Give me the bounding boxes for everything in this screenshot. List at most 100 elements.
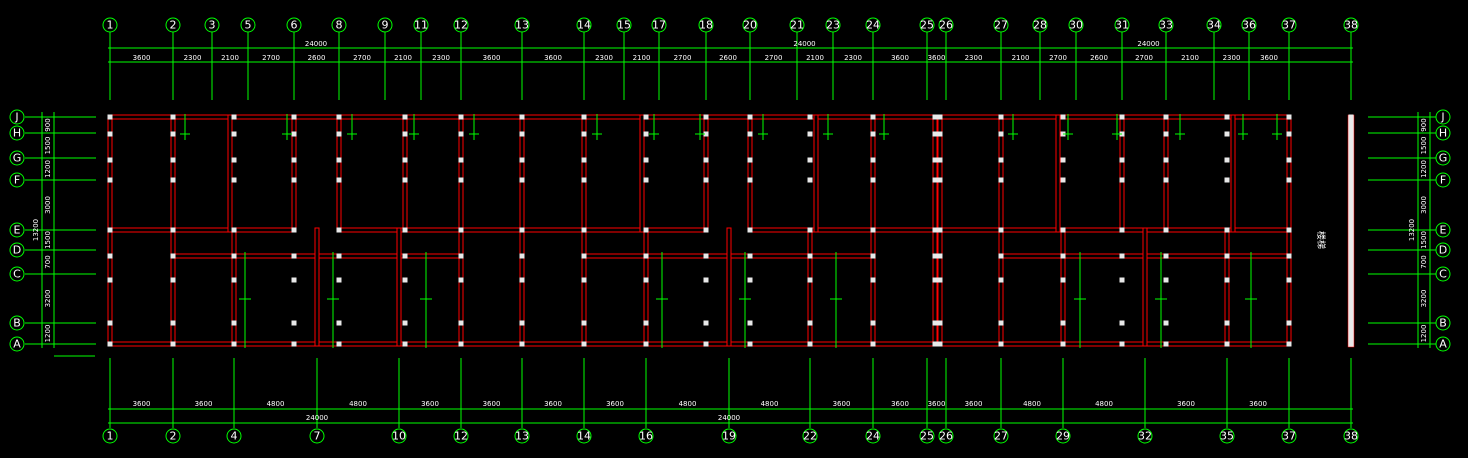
axis-bubble-bottom: [993, 428, 1009, 444]
row-bubble-left: [9, 266, 25, 282]
row-bubble-left: [9, 242, 25, 258]
column-block: [1060, 114, 1066, 120]
dim-text-top: 2700: [674, 54, 692, 62]
column-block: [1163, 320, 1169, 326]
axis-bubble-top: [1281, 17, 1297, 33]
column-block: [1224, 114, 1230, 120]
column-block: [170, 320, 176, 326]
partition-south: [726, 227, 732, 347]
column-block: [291, 177, 297, 183]
column-block: [1060, 177, 1066, 183]
partition-south: [1286, 227, 1292, 347]
column-block: [581, 320, 587, 326]
axis-bubble-bottom: [1343, 428, 1359, 444]
row-dim-text: 1500: [44, 231, 52, 249]
column-block: [231, 227, 237, 233]
wall-south: [107, 341, 1292, 347]
column-block: [747, 320, 753, 326]
axis-label-bottom: 26: [939, 430, 953, 443]
column-block: [519, 253, 525, 259]
column-block: [932, 177, 938, 183]
column-block: [643, 131, 649, 137]
column-block: [458, 131, 464, 137]
row-bubble-left: [9, 172, 25, 188]
column-block: [937, 277, 943, 283]
column-block: [581, 114, 587, 120]
column-block: [336, 114, 342, 120]
dim-text-bottom: 3600: [1177, 400, 1195, 408]
dim-text-bottom: 3600: [544, 400, 562, 408]
partition-south: [170, 227, 176, 347]
row-total-dim-text: 13200: [1408, 219, 1416, 241]
column-block: [643, 320, 649, 326]
row-bubble-left: [9, 315, 25, 331]
column-block: [703, 157, 709, 163]
column-block: [291, 114, 297, 120]
axis-label-top: 37: [1282, 19, 1296, 32]
axis-bubble-bottom: [576, 428, 592, 444]
row-dim-text: 1200: [44, 160, 52, 178]
dim-text-top: 2700: [765, 54, 783, 62]
column-block: [1163, 227, 1169, 233]
axis-bubble-bottom: [721, 428, 737, 444]
partition-south: [314, 227, 320, 347]
axis-label-bottom: 19: [722, 430, 736, 443]
total-dim-text-top: 24000: [1137, 40, 1159, 48]
column-block: [998, 253, 1004, 259]
partition-south: [396, 227, 402, 347]
axis-label-top: 15: [617, 19, 631, 32]
row-bubble-right: [1435, 242, 1451, 258]
dim-text-top: 2700: [1135, 54, 1153, 62]
column-block: [703, 227, 709, 233]
column-block: [807, 277, 813, 283]
row-label-left: E: [14, 224, 21, 237]
column-block: [581, 177, 587, 183]
column-block: [747, 253, 753, 259]
dim-text-top: 2600: [1090, 54, 1108, 62]
axis-bubble-top: [825, 17, 841, 33]
axis-label-bottom: 32: [1138, 430, 1152, 443]
column-block: [937, 157, 943, 163]
column-block: [807, 227, 813, 233]
column-block: [1224, 131, 1230, 137]
axis-bubble-top: [789, 17, 805, 33]
row-label-right: H: [1439, 127, 1447, 140]
column-block: [231, 131, 237, 137]
column-block: [747, 227, 753, 233]
row-bubble-left: [9, 336, 25, 352]
column-block: [519, 277, 525, 283]
dim-text-top: 2600: [719, 54, 737, 62]
column-block: [807, 131, 813, 137]
axis-label-bottom: 10: [392, 430, 406, 443]
column-block: [807, 114, 813, 120]
axis-bubble-bottom: [1137, 428, 1153, 444]
row-label-left: D: [13, 244, 21, 257]
column-block: [870, 253, 876, 259]
dim-text-bottom: 3600: [1249, 400, 1267, 408]
row-bubble-right: [1435, 266, 1451, 282]
column-block: [1224, 277, 1230, 283]
column-block: [703, 277, 709, 283]
column-block: [747, 341, 753, 347]
column-block: [170, 253, 176, 259]
column-block: [937, 341, 943, 347]
column-block: [1060, 341, 1066, 347]
axis-label-top: 25: [920, 19, 934, 32]
dim-text-bottom: 3600: [421, 400, 439, 408]
axis-label-top: 9: [382, 19, 389, 32]
row-dim-text: 3000: [44, 196, 52, 214]
dim-text-bottom: 3600: [606, 400, 624, 408]
column-block: [107, 131, 113, 137]
partition-south: [1142, 227, 1148, 347]
column-block: [231, 157, 237, 163]
column-block: [932, 227, 938, 233]
dim-text-top: 2300: [1223, 54, 1241, 62]
row-label-left: B: [13, 317, 21, 330]
axis-label-top: 6: [291, 19, 298, 32]
axis-bubble-top: [938, 17, 954, 33]
row-dim-text: 700: [1420, 255, 1428, 268]
row-label-right: C: [1439, 268, 1447, 281]
